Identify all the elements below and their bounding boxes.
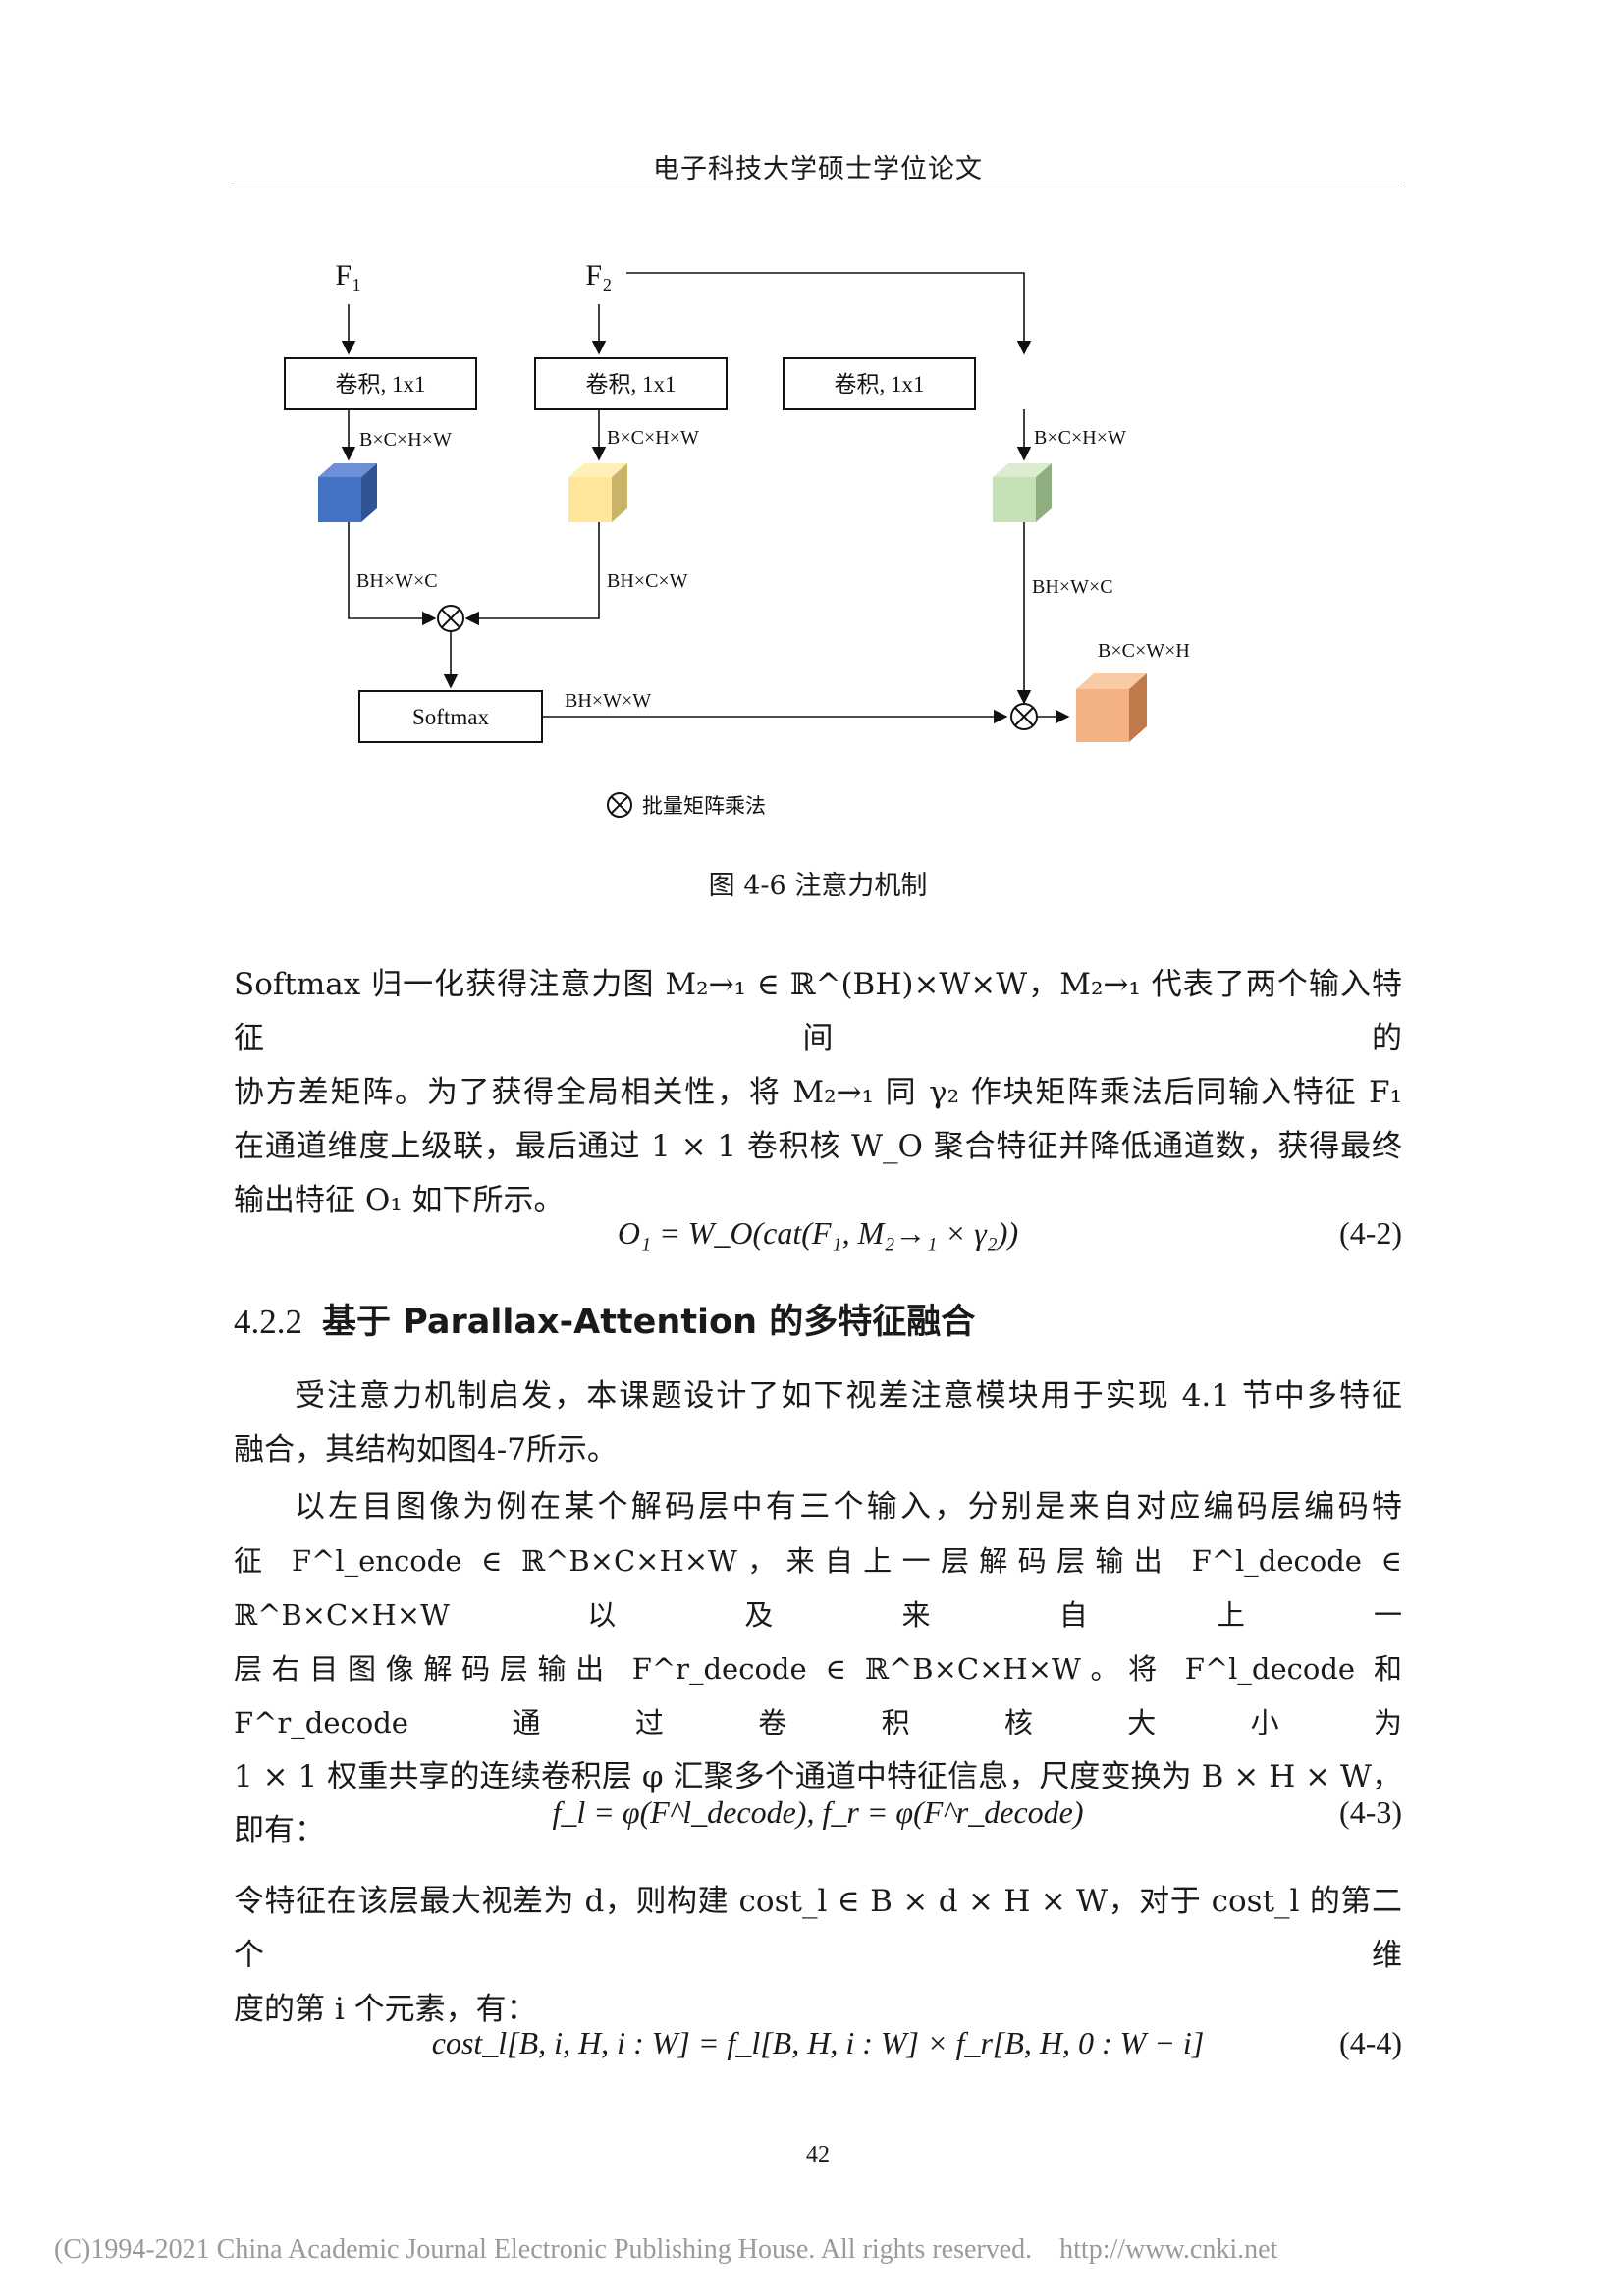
- batch-matmul-op-2: [1010, 703, 1038, 730]
- output-cube-orange: [1076, 673, 1147, 742]
- copyright-footer: (C)1994-2021 China Academic Journal Elec…: [54, 2234, 1277, 2266]
- paragraph-intro: 受注意力机制启发，本课题设计了如下视差注意模块用于实现 4.1 节中多特征 融合…: [234, 1369, 1402, 1477]
- para3-line5: 即有：: [234, 1813, 325, 1848]
- shape-label-reshape2: BH×C×W: [607, 570, 688, 592]
- para1-line3: 在通道维度上级联，最后通过 1 × 1 卷积核 W_O 聚合特征并降低通道数，获…: [234, 1129, 1402, 1164]
- equation-4-4: cost_l[B, i, H, i : W] = f_l[B, H, i : W…: [234, 2025, 1402, 2074]
- attention-diagram: F₁ F₂ 卷积, 1x1 卷积, 1x1 卷积, 1x1 B×C×H×W B×…: [234, 236, 1402, 844]
- paragraph-softmax: Softmax 归一化获得注意力图 M₂→₁ ∈ ℝ^(BH)×W×W，M₂→₁…: [234, 958, 1402, 1228]
- shape-label-softmax: BH×W×W: [565, 690, 651, 712]
- input-f1-label: F₁: [335, 259, 361, 292]
- section-title: 基于 Parallax-Attention 的多特征融合: [322, 1303, 976, 1342]
- page-number: 42: [806, 2142, 830, 2167]
- softmax-box: Softmax: [358, 690, 543, 743]
- equation-4-3-body: f_l = φ(F^l_decode), f_r = φ(F^r_decode): [552, 1794, 1084, 1830]
- section-heading: 4.2.2 基于 Parallax-Attention 的多特征融合: [234, 1294, 975, 1344]
- para2-line1: 受注意力机制启发，本课题设计了如下视差注意模块用于实现 4.1 节中多特征: [295, 1378, 1402, 1414]
- para2-line2: 融合，其结构如图4-7所示。: [234, 1432, 618, 1468]
- feature-cube-yellow: [568, 463, 627, 522]
- footer-url[interactable]: http://www.cnki.net: [1059, 2234, 1278, 2265]
- para3-line3: 层右目图像解码层输出 F^r_decode ∈ ℝ^B×C×H×W。将 F^l_…: [234, 1652, 1402, 1739]
- paragraph-cost-volume: 令特征在该层最大视差为 d，则构建 cost_l ∈ B × d × H × W…: [234, 1875, 1402, 2037]
- conv-box-3-label: 卷积, 1x1: [835, 372, 925, 397]
- input-f2-label: F₂: [585, 259, 612, 292]
- para4-line2: 度的第 i 个元素，有：: [234, 1992, 537, 2027]
- para1-line1: Softmax 归一化获得注意力图 M₂→₁ ∈ ℝ^(BH)×W×W，M₂→₁…: [234, 967, 1402, 1056]
- running-header: 电子科技大学硕士学位论文: [653, 154, 983, 185]
- shape-label-conv2: B×C×H×W: [607, 427, 699, 449]
- legend-matmul-icon: [607, 792, 632, 818]
- figure-caption: 图 4-6 注意力机制: [708, 871, 928, 901]
- para4-line1: 令特征在该层最大视差为 d，则构建 cost_l ∈ B × d × H × W…: [234, 1884, 1402, 1973]
- equation-4-4-body: cost_l[B, i, H, i : W] = f_l[B, H, i : W…: [431, 2025, 1205, 2060]
- conv-box-3: 卷积, 1x1: [783, 357, 976, 410]
- batch-matmul-op-1: [437, 605, 464, 632]
- softmax-label: Softmax: [412, 705, 489, 729]
- paragraph-decoder-inputs: 以左目图像为例在某个解码层中有三个输入，分别是来自对应编码层编码特 征 F^l_…: [234, 1480, 1402, 1858]
- shape-label-output: B×C×W×H: [1098, 640, 1190, 662]
- shape-label-conv3: B×C×H×W: [1034, 427, 1126, 449]
- conv-box-2-label: 卷积, 1x1: [586, 372, 677, 397]
- conv-box-1-label: 卷积, 1x1: [336, 372, 426, 397]
- shape-label-reshape1: BH×W×C: [356, 570, 438, 592]
- footer-copyright: (C)1994-2021 China Academic Journal Elec…: [54, 2234, 1033, 2265]
- equation-4-2: O₁ = W_O(cat(F₁, M₂→₁ × γ₂)) (4-2): [234, 1215, 1402, 1264]
- conv-box-2: 卷积, 1x1: [534, 357, 728, 410]
- para3-line1: 以左目图像为例在某个解码层中有三个输入，分别是来自对应编码层编码特: [295, 1489, 1402, 1524]
- conv-box-1: 卷积, 1x1: [284, 357, 477, 410]
- para1-line2: 协方差矩阵。为了获得全局相关性，将 M₂→₁ 同 γ₂ 作块矩阵乘法后同输入特征…: [234, 1075, 1402, 1110]
- equation-4-2-number: (4-2): [1339, 1215, 1402, 1251]
- legend-label: 批量矩阵乘法: [642, 794, 766, 818]
- equation-4-3-number: (4-3): [1339, 1794, 1402, 1830]
- para3-line4: 1 × 1 权重共享的连续卷积层 φ 汇聚多个通道中特征信息，尺度变换为 B ×…: [234, 1759, 1402, 1794]
- equation-4-2-body: O₁ = W_O(cat(F₁, M₂→₁ × γ₂)): [617, 1215, 1019, 1251]
- para1-line4: 输出特征 O₁ 如下所示。: [234, 1183, 565, 1218]
- section-number: 4.2.2: [234, 1303, 302, 1341]
- shape-label-reshape3: BH×W×C: [1032, 576, 1113, 598]
- feature-cube-green: [993, 463, 1052, 522]
- equation-4-3: f_l = φ(F^l_decode), f_r = φ(F^r_decode)…: [234, 1794, 1403, 1843]
- shape-label-conv1: B×C×H×W: [359, 429, 452, 451]
- feature-cube-blue: [318, 463, 377, 522]
- para3-line2: 征 F^l_encode ∈ ℝ^B×C×H×W，来自上一层解码层输出 F^l_…: [234, 1544, 1402, 1631]
- equation-4-4-number: (4-4): [1339, 2025, 1402, 2060]
